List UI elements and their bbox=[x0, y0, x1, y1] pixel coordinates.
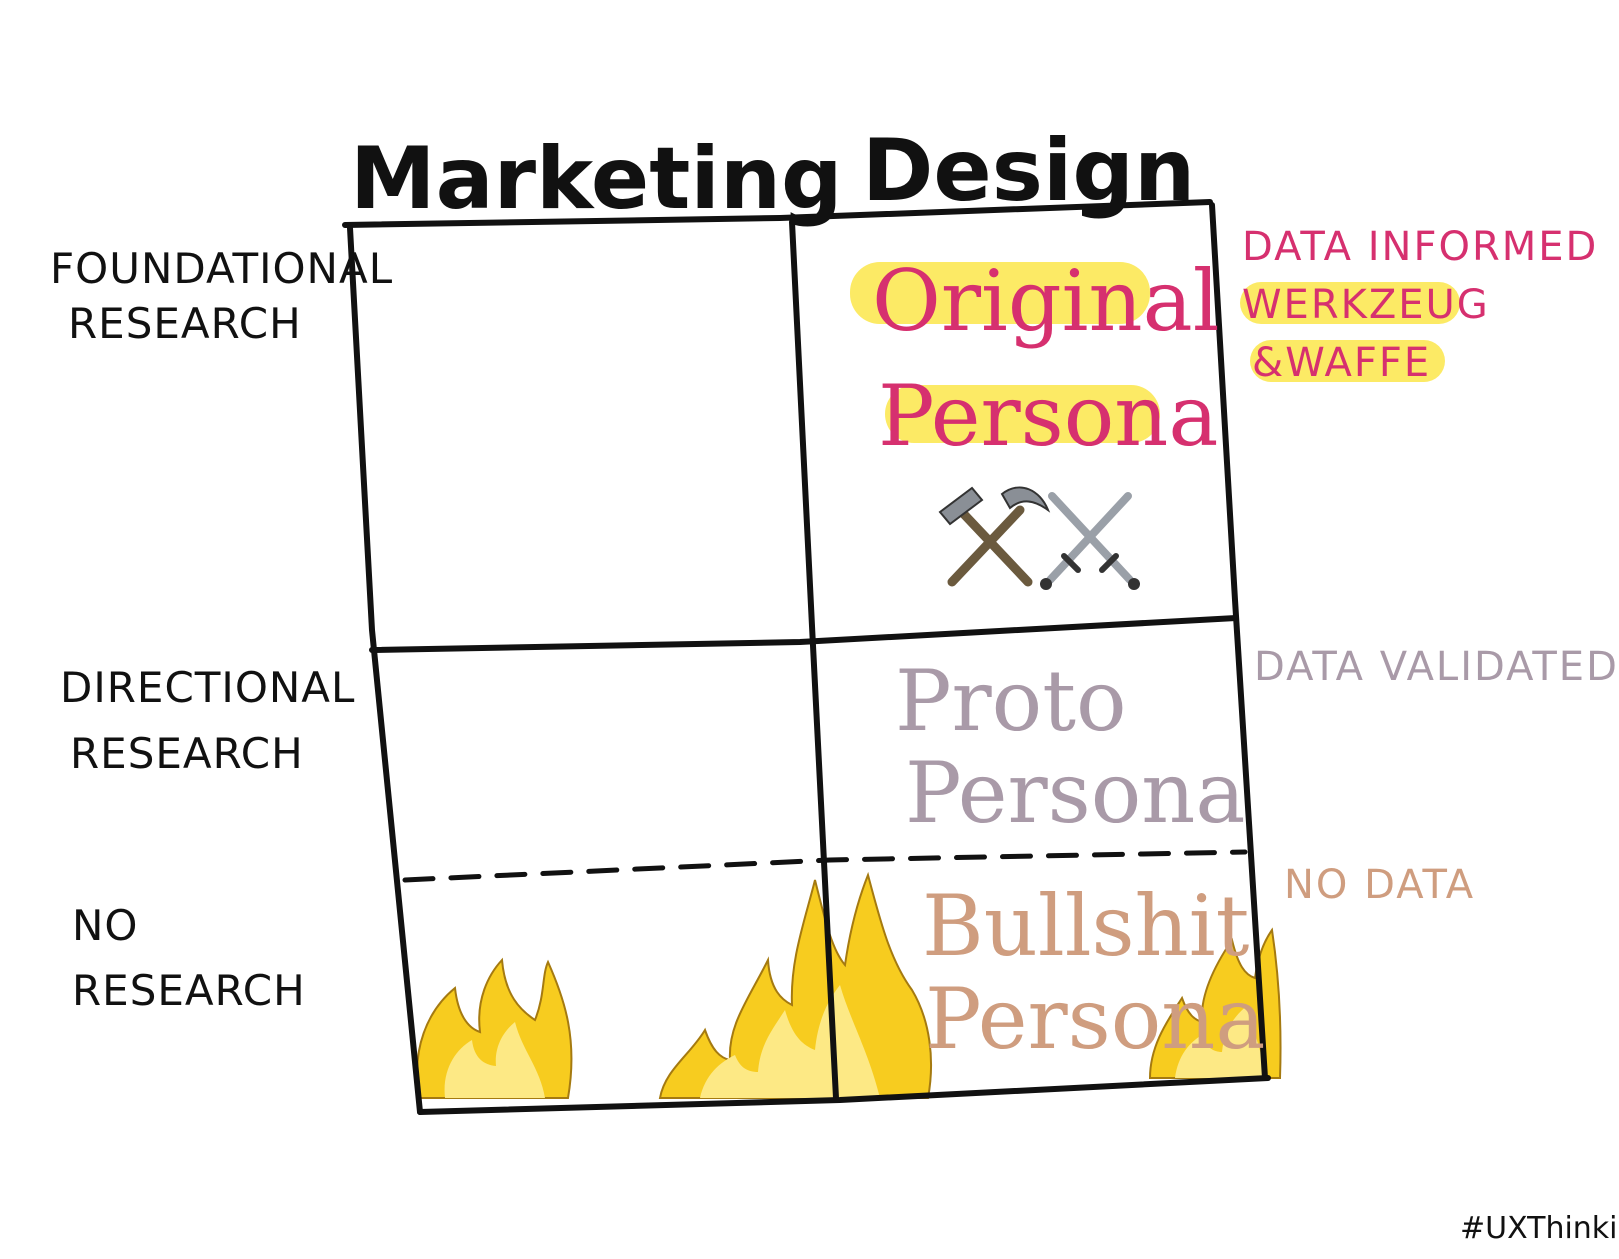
grid-dashed-line bbox=[402, 849, 1248, 883]
grid-top-line bbox=[342, 199, 1213, 228]
row-label-foundational-line1: FOUNDATIONAL bbox=[50, 244, 393, 293]
grid-left-line bbox=[347, 225, 423, 1115]
side-label-werkzeug: WERKZEUG bbox=[1242, 282, 1490, 328]
grid-middle-vertical bbox=[789, 219, 839, 1101]
highlight-original bbox=[850, 262, 1150, 324]
persona-bullshit-line1: Bullshit bbox=[922, 877, 1250, 975]
flame-center bbox=[658, 871, 933, 1099]
side-label-waffe: &WAFFE bbox=[1252, 340, 1431, 386]
persona-original-line1: Original bbox=[872, 252, 1220, 350]
row-label-none-line2: RESEARCH bbox=[72, 966, 306, 1015]
hashtag-ux-thinking: #UXThinking bbox=[1460, 1211, 1619, 1246]
grid-right-line bbox=[1209, 202, 1268, 1081]
highlight-werkzeug bbox=[1240, 282, 1460, 324]
flame-left-inner bbox=[444, 1022, 545, 1098]
matrix-grid bbox=[342, 199, 1271, 1115]
side-label-data-informed: DATA INFORMED bbox=[1242, 224, 1598, 270]
persona-proto-line1: Proto bbox=[895, 652, 1127, 750]
row-label-none-line1: NO bbox=[72, 901, 138, 950]
persona-proto-line2: Persona bbox=[905, 744, 1245, 842]
crossed-swords-icon bbox=[1040, 492, 1140, 590]
hammer-and-pick-icon bbox=[938, 486, 1051, 587]
column-header-marketing: Marketing bbox=[350, 129, 843, 229]
highlight-waffe bbox=[1250, 340, 1445, 382]
side-label-no-data: NO DATA bbox=[1284, 862, 1475, 908]
side-label-data-validated: DATA VALIDATED bbox=[1254, 644, 1619, 690]
persona-bullshit-line2: Persona bbox=[925, 970, 1265, 1068]
grid-bottom-line bbox=[417, 1075, 1271, 1115]
persona-original-line2: Persona bbox=[878, 367, 1218, 465]
grid-middle-horizontal bbox=[369, 615, 1239, 653]
flame-right-inner bbox=[1175, 1005, 1266, 1078]
row-label-directional-line1: DIRECTIONAL bbox=[60, 663, 355, 712]
column-header-design: Design bbox=[862, 121, 1195, 221]
highlight-persona bbox=[885, 385, 1160, 443]
highlights bbox=[850, 262, 1460, 443]
row-label-foundational-line2: RESEARCH bbox=[68, 299, 302, 348]
row-label-directional-line2: RESEARCH bbox=[70, 729, 304, 778]
